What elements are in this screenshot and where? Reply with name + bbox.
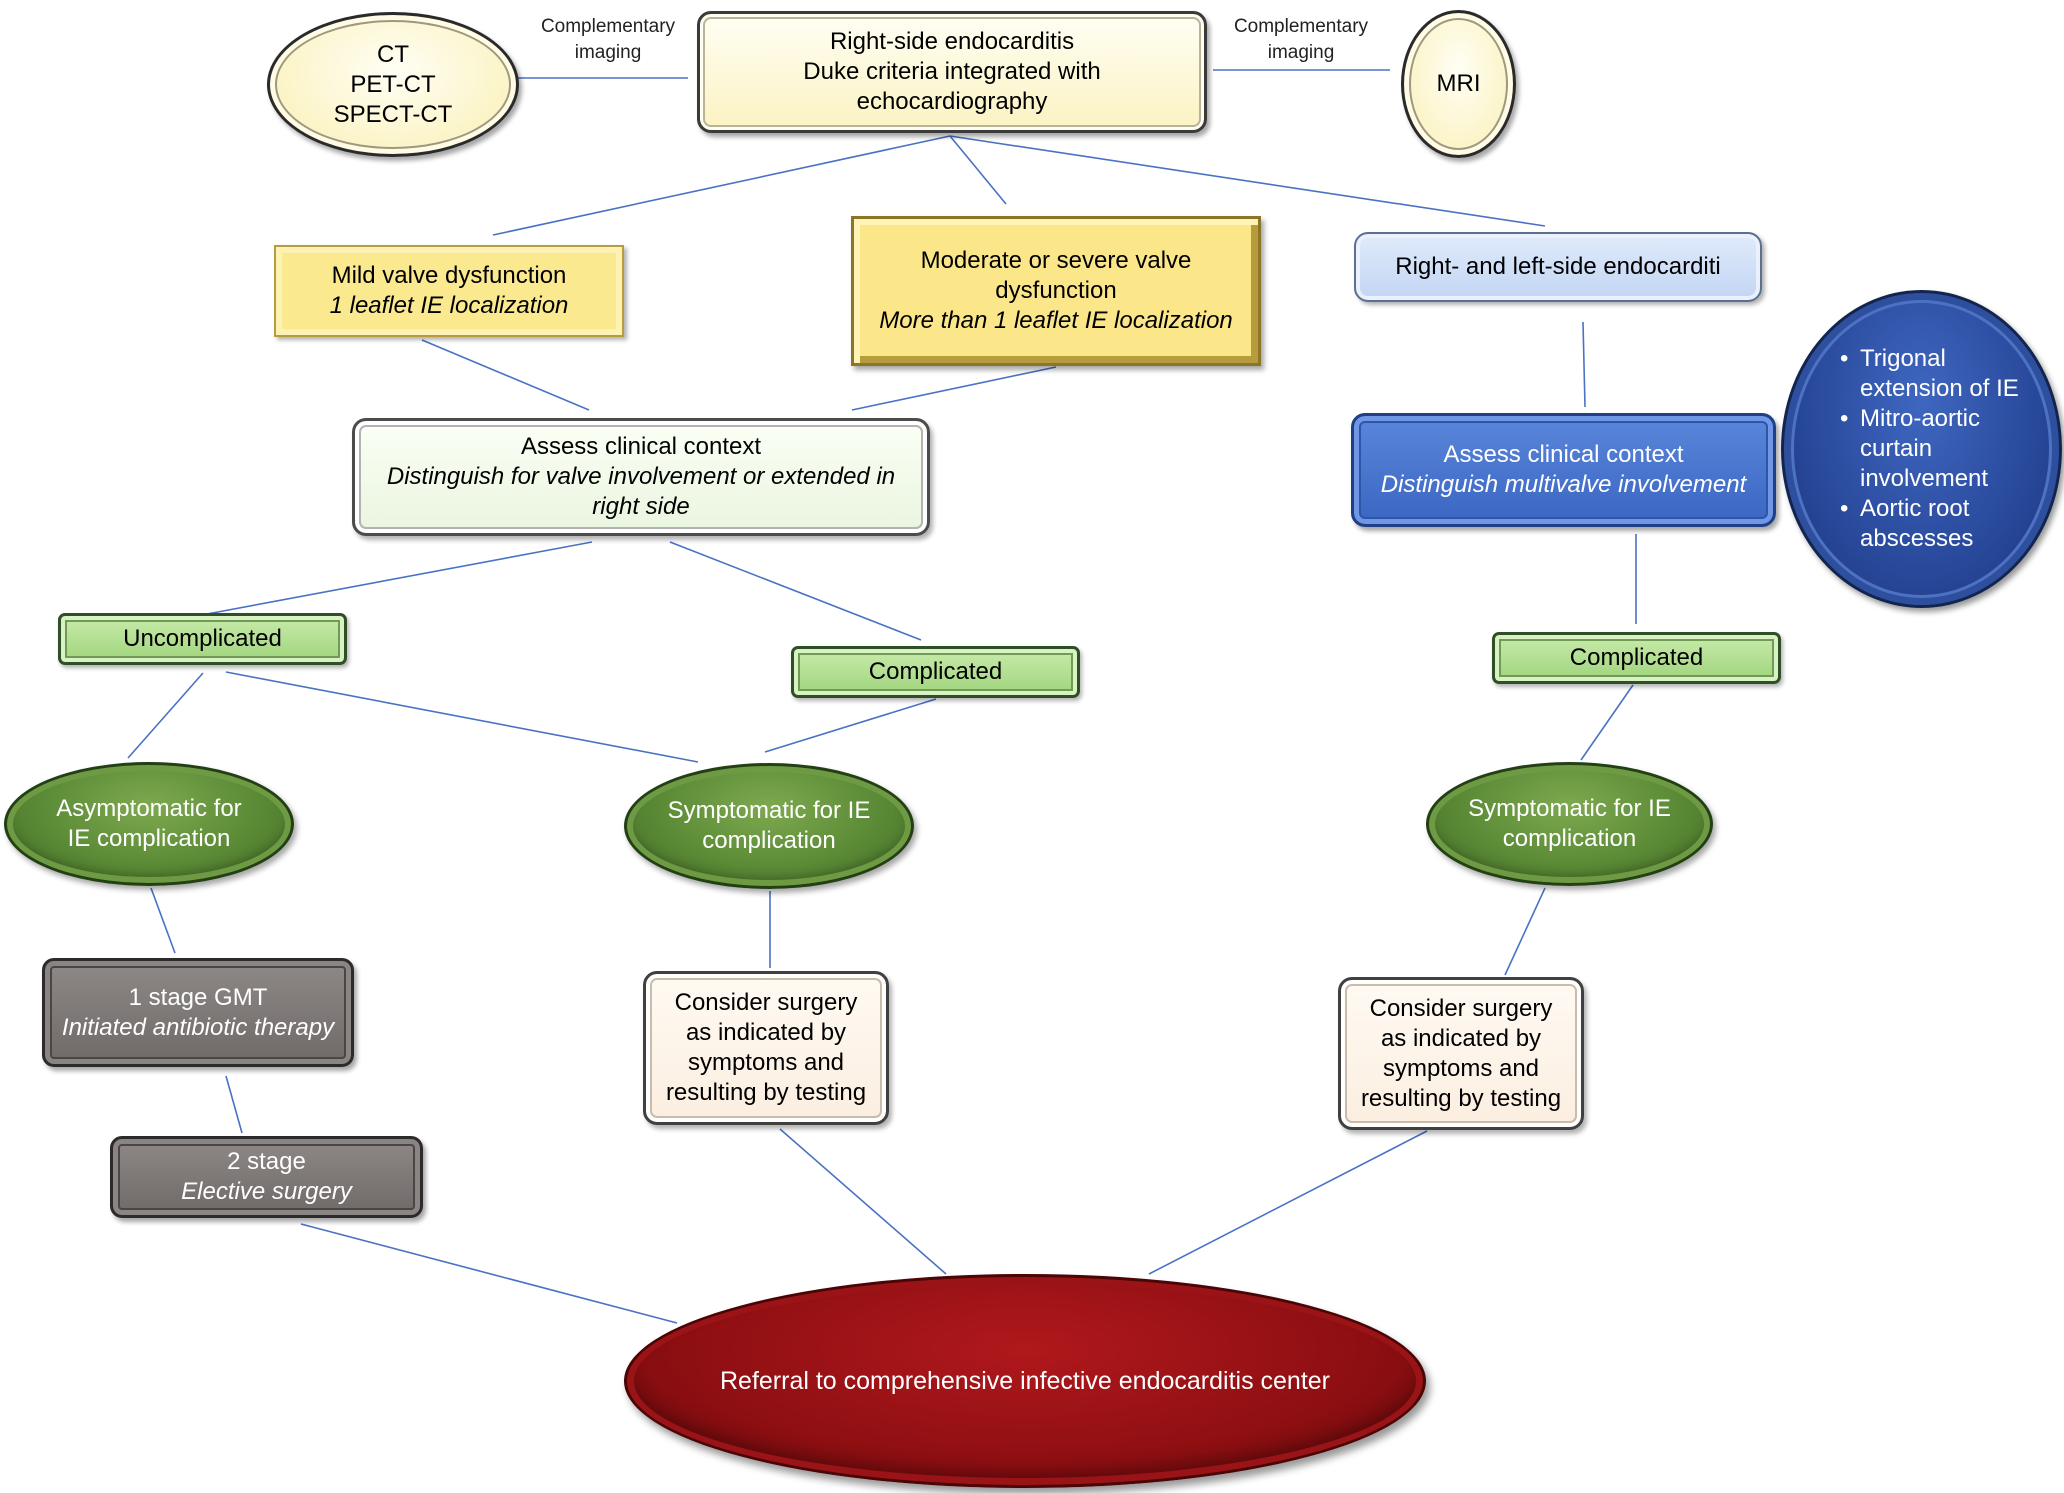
mild-valve-dysfunction-node: Mild valve dysfunction 1 leaflet IE loca… [274,245,624,337]
node-text: PET-CT [350,70,436,98]
node-text: Mild valve dysfunction [331,262,567,289]
consider-surgery-left-node: Consider surgery as indicated by symptom… [643,971,889,1125]
node-text: More than 1 leaflet IE localization [879,307,1233,334]
node-text: Asymptomatic for [56,795,242,822]
label-text: Complementary [540,16,676,37]
complementary-imaging-label-left: Complementary imaging [525,14,691,66]
node-text: Moderate or severe valve [920,247,1192,274]
node-text: Consider surgery [1369,994,1553,1022]
node-text: Complicated [1569,644,1704,671]
connector-rightleft-assess [1582,321,1586,408]
node-text: IE complication [67,825,231,852]
connector-stage2-referral [300,1223,678,1324]
node-text: 2 stage [227,1148,306,1175]
connector-symptomatic-consider-right [1504,887,1546,976]
node-text: Consider surgery [674,989,858,1016]
node-text: Referral to comprehensive infective endo… [719,1367,1331,1395]
node-text: Complicated [868,658,1003,685]
node-text: Duke criteria integrated with [803,58,1101,85]
connector-root-rightleft [949,135,1546,227]
node-text: Distinguish multivalve involvement [1380,471,1747,498]
connector-complicated-symptomatic-right [1580,684,1634,761]
connector-uncomplicated-symptomatic [225,671,699,763]
complicated-left-node: Complicated [791,646,1080,698]
referral-center-node: Referral to comprehensive infective endo… [624,1274,1426,1488]
connector-moderate-assess [851,366,1057,411]
connector-uncomplicated-asymptomatic [127,672,204,759]
node-text: 1 leaflet IE localization [329,292,569,319]
node-text: Assess clinical context [1443,441,1684,468]
connector-mild-assess [421,339,590,411]
node-text: symptoms and [687,1049,845,1076]
node-text: Right- and left-side endocarditi [1395,253,1721,280]
uncomplicated-node: Uncomplicated [58,613,347,665]
symptomatic-left-node: Symptomatic for IE complication [624,763,914,889]
label-text: imaging [1267,42,1335,63]
node-text: echocardiography [856,88,1048,115]
connector-asymptomatic-stage1 [150,887,176,954]
node-text: complication [1502,825,1637,852]
asymptomatic-node: Asymptomatic for IE complication [4,762,294,886]
bullet-item: Aortic root abscesses [1840,494,1990,554]
node-text: Uncomplicated [123,625,282,652]
node-text: as indicated by [685,1019,847,1046]
stage-2-elective-surgery-node: 2 stage Elective surgery [110,1136,423,1218]
node-text: complication [702,827,836,854]
node-text: Right-side endocarditis [829,28,1075,55]
node-text: as indicated by [1380,1024,1542,1052]
node-text: right side [592,493,690,520]
imaging-ct-pet-spect-node: CT PET-CT SPECT-CT [267,12,519,157]
node-text: Symptomatic for IE [1468,795,1671,822]
node-text: resulting by testing [1360,1084,1562,1112]
label-text: imaging [574,42,642,63]
complication-features-bullet-node: Trigonal extension of IE Mitro-aortic cu… [1781,290,2062,608]
bullet-item: Mitro-aortic curtain involvement [1840,404,1990,494]
connector-root-moderate [949,135,1007,205]
connector-root-mild [492,135,951,236]
node-text: Assess clinical context [520,433,762,460]
moderate-severe-valve-dysfunction-node: Moderate or severe valve dysfunction Mor… [851,216,1261,366]
node-text: CT [377,40,409,68]
assess-clinical-context-right-node: Assess clinical context Distinguish mult… [1351,413,1776,527]
right-and-left-side-endocarditis-node: Right- and left-side endocarditi [1354,232,1762,302]
connector-consider-referral [779,1128,947,1275]
connector-consider-referral-right [1148,1130,1428,1275]
consider-surgery-right-node: Consider surgery as indicated by symptom… [1338,977,1584,1130]
node-text: MRI [1436,70,1481,97]
connector-complicated-symptomatic [764,698,937,753]
node-text: resulting by testing [665,1079,867,1106]
node-text: SPECT-CT [333,100,453,128]
node-text: Elective surgery [181,1178,352,1205]
root-right-side-endocarditis: Right-side endocarditis Duke criteria in… [697,11,1207,133]
complicated-right-node: Complicated [1492,632,1781,684]
label-text: Complementary [1233,16,1369,37]
node-text: Distinguish for valve involvement or ext… [386,463,896,490]
symptomatic-right-node: Symptomatic for IE complication [1426,762,1713,886]
connector-assess-uncomplicated [206,541,593,615]
node-text: Symptomatic for IE [667,797,871,824]
node-text: Initiated antibiotic therapy [61,1013,335,1041]
node-text: symptoms and [1382,1054,1540,1082]
bullet-item: Trigonal extension of IE [1840,344,2030,404]
stage-1-gmt-node: 1 stage GMT Initiated antibiotic therapy [42,958,354,1067]
node-text: 1 stage GMT [128,983,268,1011]
node-text: dysfunction [995,277,1117,304]
complementary-imaging-label-right: Complementary imaging [1218,14,1384,66]
imaging-mri-node: MRI [1401,10,1516,158]
connector-stage1-stage2 [225,1075,243,1134]
connector-assess-complicated [669,541,922,641]
complication-features-list: Trigonal extension of IE Mitro-aortic cu… [1784,344,2030,554]
assess-clinical-context-left-node: Assess clinical context Distinguish for … [352,418,930,536]
